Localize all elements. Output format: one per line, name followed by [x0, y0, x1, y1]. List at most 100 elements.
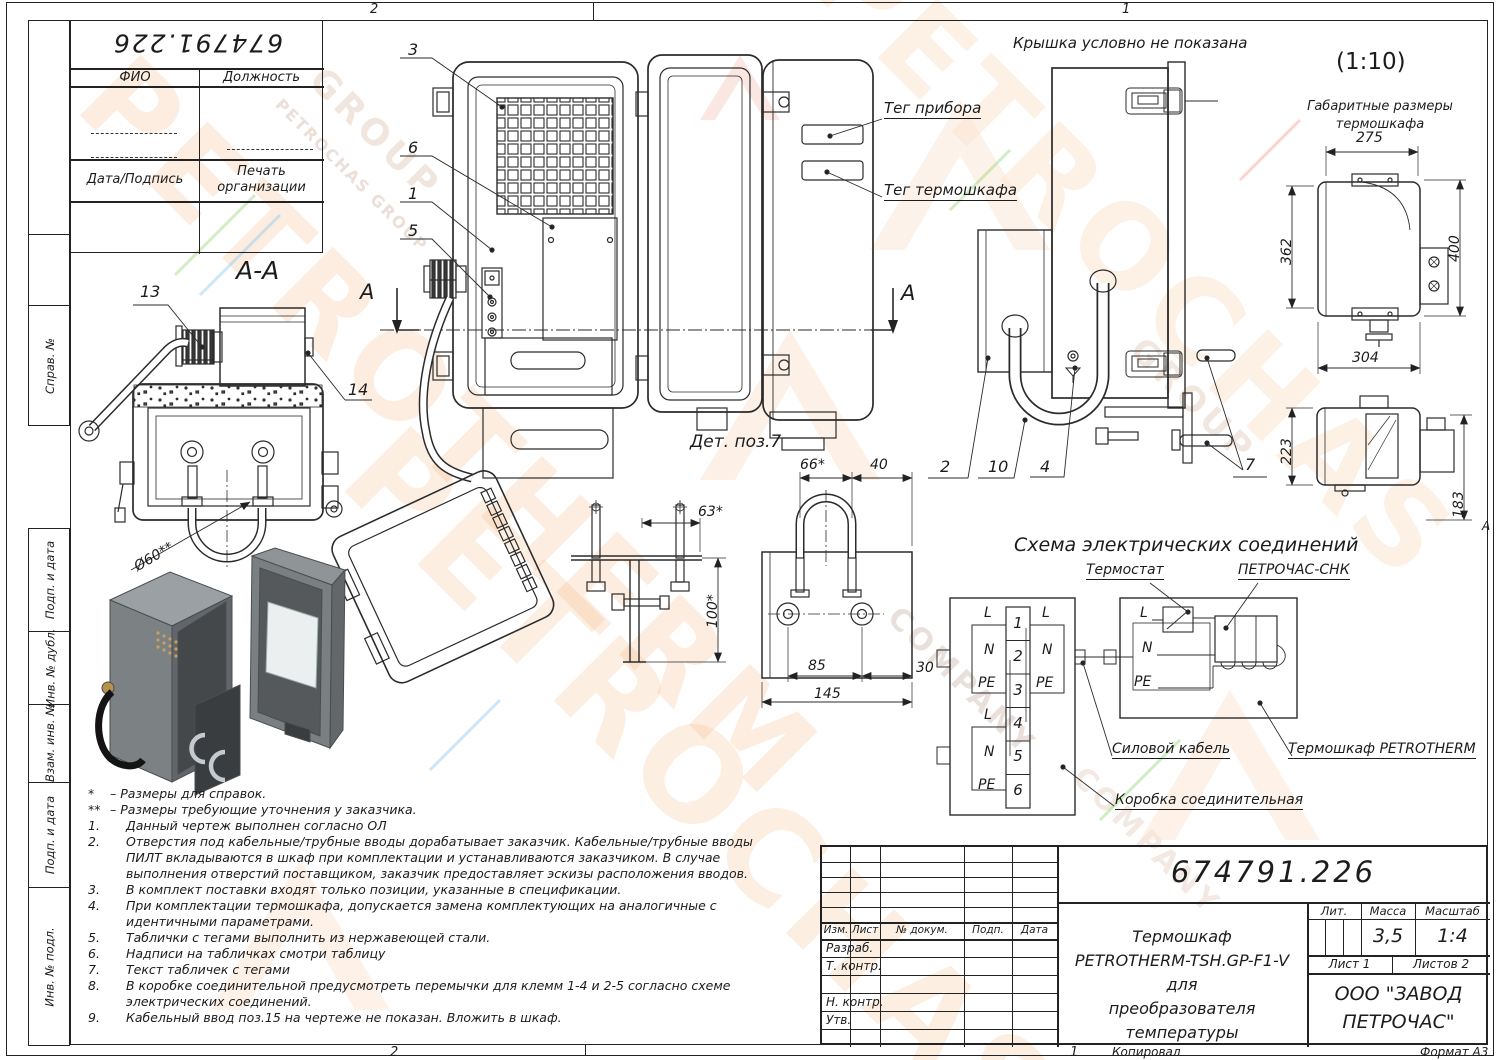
- dim-275: 275: [1356, 130, 1383, 146]
- note-text: Кабельный ввод поз.15 на чертеже не пока…: [126, 1010, 562, 1025]
- margin-cell: Взам. инв. №: [29, 704, 71, 782]
- note-item: 9.Кабельный ввод поз.15 на чертеже не по…: [88, 1010, 780, 1026]
- note-item: 8.В коробке соединительной предусмотреть…: [88, 978, 780, 1010]
- divider-line: [822, 1011, 1057, 1013]
- doc-title-line2: PETROTHERM-TSH.GP-F1-V для: [1074, 951, 1290, 994]
- note-number: **: [88, 802, 101, 817]
- signature-line: [91, 133, 177, 134]
- terminal-6: 6: [1013, 781, 1023, 799]
- divider-line: [964, 847, 966, 1047]
- schematic-title: Схема электрических соединений: [1014, 534, 1359, 556]
- divider-line: [199, 68, 201, 254]
- detail-title: Дет. поз.7: [690, 432, 782, 452]
- divider-line: [822, 957, 1057, 959]
- stamp-fio-header: ФИО: [119, 70, 151, 85]
- divider-line: [822, 892, 1057, 894]
- hinge-circle: [325, 500, 343, 518]
- divider-line: [822, 939, 1057, 941]
- cover-note: Крышка условно не показана: [1013, 34, 1248, 52]
- divider-line: [822, 862, 1057, 864]
- zone-number: 1: [1122, 2, 1131, 17]
- power-cable-label: Силовой кабель: [1112, 741, 1231, 759]
- company-cell: ООО "ЗАВОД ПЕТРОЧАС": [1307, 981, 1490, 1036]
- rev-col-data: Дата: [1020, 924, 1049, 936]
- row-razrab: Разраб.: [826, 941, 874, 955]
- margin-label: Подп. и дата: [43, 540, 57, 620]
- tag-device-label: Тег прибора: [884, 99, 982, 119]
- junction-box-label: Коробка соединительная: [1115, 792, 1304, 810]
- dim-145: 145: [814, 686, 841, 702]
- lnpe-n: N: [984, 642, 995, 658]
- divider-line: [29, 631, 71, 633]
- divider-line: [822, 1029, 1057, 1031]
- doc-title: Термошкаф PETROTHERM-TSH.GP-F1-V для пре…: [1060, 925, 1304, 1045]
- doc-number: 674791.226: [1170, 855, 1377, 889]
- section-mark-right: А: [901, 281, 916, 305]
- lnpe-l: L: [1140, 605, 1148, 621]
- lnpe-pe: PE: [978, 675, 996, 691]
- row-utv: Утв.: [826, 1013, 852, 1027]
- lnpe-n: N: [1042, 642, 1053, 658]
- note-number: *: [88, 786, 95, 801]
- divider-line: [71, 68, 324, 70]
- overall-dims-view: [1286, 146, 1472, 521]
- zone-tick: [585, 1045, 587, 1056]
- divider-line: [822, 993, 1057, 995]
- hinge-circle-inner: [330, 505, 338, 513]
- divider-line: [1307, 919, 1490, 921]
- section-title: А-А: [236, 256, 280, 285]
- note-number: 2.: [88, 834, 100, 849]
- section-view-aa: [78, 304, 372, 571]
- callout-7: 7: [1245, 455, 1256, 474]
- terminal-2: 2: [1013, 647, 1023, 665]
- divider-line: [29, 704, 71, 706]
- note-item: 1.Данный чертеж выполнен согласно ОЛ: [88, 818, 780, 834]
- margin-strip-top: Справ. №: [28, 20, 71, 427]
- stamp-date-sign: Дата/Подпись: [86, 172, 184, 187]
- stamp-position-header: Должность: [223, 70, 300, 85]
- overall-dims-title: Габаритные размеры термошкафа: [1296, 98, 1464, 133]
- divider-line: [1012, 847, 1014, 1047]
- margin-label: Инв. № подл.: [43, 927, 57, 1007]
- format-label: Формат А3: [1420, 1045, 1489, 1059]
- note-text: Отверстия под кабельные/трубные вводы до…: [126, 834, 753, 881]
- lnpe-n: N: [984, 744, 995, 760]
- terminal-5: 5: [1013, 747, 1023, 765]
- cabinet-label: Термошкаф PETROTHERM: [1288, 741, 1476, 759]
- zone-tick: [593, 2, 595, 20]
- copied-label: Копировал: [1112, 1045, 1181, 1059]
- render-3d: [95, 547, 346, 796]
- margin-cell: Инв. № подл.: [29, 887, 71, 1047]
- lnpe-n: N: [1142, 640, 1153, 656]
- note-number: 1.: [88, 818, 100, 833]
- rev-col-list: Лист: [851, 924, 879, 936]
- stamp-org-line2: организации: [217, 180, 306, 195]
- approval-stamp: 674791.226 ФИО Должность Дата/Подпись Пе…: [70, 20, 324, 254]
- overall-dims-line1: Габаритные размеры: [1307, 99, 1453, 114]
- terminal-3: 3: [1013, 681, 1023, 699]
- note-text: В комплект поставки входят только позици…: [126, 882, 622, 897]
- outer-border: [6, 2, 1494, 1056]
- divider-line: [1307, 955, 1490, 957]
- margin-cell-sprav: Справ. №: [29, 305, 71, 427]
- callout-3: 3: [408, 40, 419, 59]
- terminal-4: 4: [1013, 714, 1023, 732]
- section-mark-left: А: [360, 280, 375, 304]
- rev-col-izm: Изм.: [823, 924, 849, 936]
- lnpe-l: L: [1042, 605, 1050, 621]
- callout-14: 14: [348, 380, 369, 399]
- divider-line: [29, 305, 71, 307]
- margin-cell: Подп. и дата: [29, 782, 71, 887]
- schematic-drawing: [936, 582, 1298, 816]
- margin-label: Справ. №: [43, 338, 58, 394]
- note-item: 4.При комплектации термошкафа, допускает…: [88, 898, 780, 930]
- callout-10: 10: [988, 457, 1009, 476]
- lid-view: [647, 54, 883, 451]
- dim-223: 223: [1279, 438, 1295, 465]
- note-number: 6.: [88, 946, 100, 961]
- dim-66: 66*: [800, 457, 825, 473]
- row-tkontr: Т. контр.: [826, 959, 882, 973]
- note-item: **– Размеры требующие уточнения у заказч…: [88, 802, 780, 818]
- divider-line: [880, 847, 882, 1047]
